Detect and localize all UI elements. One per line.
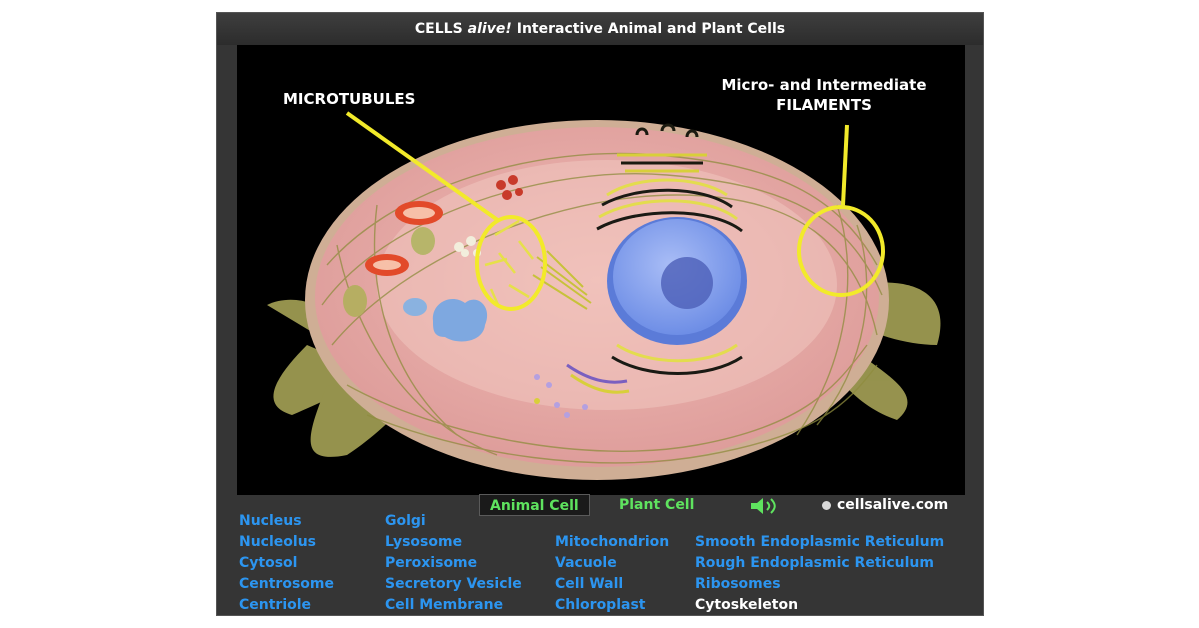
link-rough-er[interactable]: Rough Endoplasmic Reticulum — [695, 555, 934, 571]
link-golgi[interactable]: Golgi — [385, 513, 426, 529]
speaker-icon[interactable] — [749, 496, 783, 516]
link-vacuole[interactable]: Vacuole — [555, 555, 617, 571]
link-smooth-er[interactable]: Smooth Endoplasmic Reticulum — [695, 534, 945, 550]
link-peroxisome[interactable]: Peroxisome — [385, 555, 478, 571]
link-nucleus[interactable]: Nucleus — [239, 513, 302, 529]
control-bar: Animal Cell Plant Cell cellsalive.com — [217, 491, 983, 521]
link-cytosol[interactable]: Cytosol — [239, 555, 298, 571]
vacuole-large-blue — [432, 299, 488, 342]
organelle-links: Nucleus Nucleolus Cytosol Centrosome Cen… — [239, 501, 969, 613]
bullet-icon — [822, 500, 831, 510]
link-centriole[interactable]: Centriole — [239, 597, 312, 613]
filaments-callout-line1: Micro- and Intermediate — [721, 76, 927, 94]
animal-cell-illustration — [267, 111, 941, 480]
lysosomes — [496, 175, 523, 200]
highlight-markers — [345, 111, 885, 311]
cell-illustration-viewer: MICROTUBULES Micro- and Intermediate FIL… — [237, 45, 965, 495]
nucleolus — [661, 257, 713, 309]
link-column-4: Smooth Endoplasmic Reticulum Rough Endop… — [695, 532, 944, 616]
rough-endoplasmic-reticulum — [596, 178, 743, 375]
title-bar: CELLS alive! Interactive Animal and Plan… — [217, 13, 983, 45]
cytosol-inner — [377, 160, 837, 410]
link-column-2: Golgi Lysosome Peroxisome Secretory Vesi… — [385, 511, 522, 616]
link-column-1: Nucleus Nucleolus Cytosol Centrosome Cen… — [239, 511, 334, 616]
mitochondria — [365, 201, 443, 276]
link-lysosome[interactable]: Lysosome — [385, 534, 463, 550]
microtubules-callout: MICROTUBULES — [283, 90, 416, 108]
filaments-callout: Micro- and Intermediate FILAMENTS — [709, 75, 939, 115]
title-text-pre: CELLS — [414, 21, 463, 37]
link-mitochondrion[interactable]: Mitochondrion — [555, 534, 670, 550]
secretory-vesicles — [534, 363, 630, 418]
link-centrosome[interactable]: Centrosome — [239, 576, 334, 592]
link-chloroplast[interactable]: Chloroplast — [555, 597, 646, 613]
tab-animal-cell[interactable]: Animal Cell — [479, 494, 590, 516]
filament-network — [321, 152, 883, 464]
filaments-callout-line2: FILAMENTS — [776, 96, 872, 114]
vacuole-green — [411, 227, 435, 255]
link-cell-wall[interactable]: Cell Wall — [555, 576, 624, 592]
site-name: cellsalive.com — [837, 497, 949, 513]
link-column-3: Mitochondrion Vacuole Cell Wall Chloropl… — [555, 532, 669, 616]
link-nucleolus[interactable]: Nucleolus — [239, 534, 316, 550]
link-cytoskeleton[interactable]: Cytoskeleton — [695, 597, 799, 613]
title-text-italic: alive! — [467, 21, 512, 37]
link-ribosomes[interactable]: Ribosomes — [695, 576, 781, 592]
site-credit: cellsalive.com — [822, 494, 948, 516]
vacuole-olive — [343, 285, 367, 317]
vacuole-small-blue — [403, 298, 427, 316]
title-text-post: Interactive Animal and Plant Cells — [516, 21, 786, 37]
app-window: CELLS alive! Interactive Animal and Plan… — [216, 12, 984, 616]
link-secretory-vesicle[interactable]: Secretory Vesicle — [385, 576, 522, 592]
link-cell-membrane[interactable]: Cell Membrane — [385, 597, 504, 613]
tab-plant-cell[interactable]: Plant Cell — [619, 497, 695, 513]
golgi-apparatus — [617, 123, 707, 173]
